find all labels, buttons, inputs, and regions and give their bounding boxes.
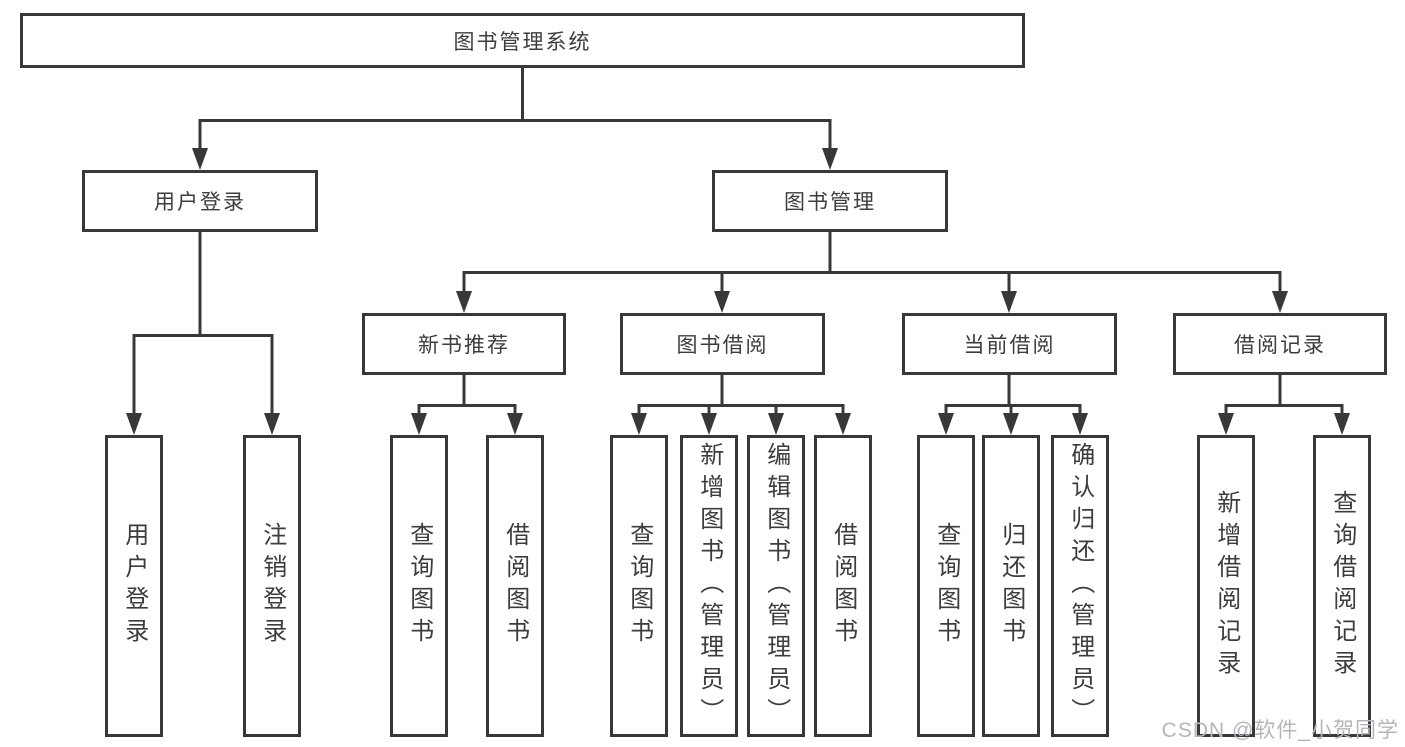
node-label: 新增图书（管理员） <box>695 442 723 730</box>
node-leaf-borrow-books: 借阅图书 <box>486 435 544 737</box>
arrow-down-icon <box>701 413 717 435</box>
node-label: 查询借阅记录 <box>1328 490 1356 682</box>
arrow-down-icon <box>507 413 523 435</box>
node-label: 查询图书 <box>405 522 433 650</box>
node-leaf-logout: 注销登录 <box>243 435 301 737</box>
node-leaf-return-books: 归还图书 <box>982 435 1040 737</box>
node-current-borrowing: 当前借阅 <box>902 313 1117 375</box>
arrow-down-icon <box>631 413 647 435</box>
arrow-down-icon <box>938 413 954 435</box>
node-label: 借阅记录 <box>1234 334 1326 357</box>
node-leaf-add-book-admin: 新增图书（管理员） <box>680 435 738 737</box>
watermark: CSDN @软件_小贺同学 <box>1161 719 1399 742</box>
node-borrow-records: 借阅记录 <box>1173 313 1387 375</box>
arrow-down-icon <box>835 413 851 435</box>
connector-new-book-recommend-to-leaves <box>411 375 523 435</box>
arrow-down-icon <box>1003 413 1019 435</box>
node-label: 编辑图书（管理员） <box>762 442 790 730</box>
node-leaf-query-books: 查询图书 <box>917 435 975 737</box>
node-label: 当前借阅 <box>963 334 1056 357</box>
node-user-login: 用户登录 <box>82 170 318 232</box>
node-label: 用户登录 <box>154 191 246 214</box>
connector-user-login-to-leaves <box>126 232 280 435</box>
arrow-down-icon <box>822 148 838 170</box>
node-leaf-confirm-return-admin: 确认归还（管理员） <box>1051 435 1109 737</box>
arrow-down-icon <box>1334 413 1350 435</box>
node-leaf-query-books: 查询图书 <box>610 435 668 737</box>
node-leaf-user-login: 用户登录 <box>105 435 163 737</box>
node-library-management-system: 图书管理系统 <box>20 13 1025 68</box>
node-label: 查询图书 <box>625 522 653 650</box>
node-label: 用户登录 <box>120 522 148 650</box>
node-leaf-query-borrow-record: 查询借阅记录 <box>1313 435 1371 737</box>
arrow-down-icon <box>456 291 472 313</box>
node-label: 注销登录 <box>258 522 286 650</box>
node-label: 图书借阅 <box>676 334 769 357</box>
arrow-down-icon <box>411 413 427 435</box>
node-leaf-query-books: 查询图书 <box>390 435 448 737</box>
node-label: 新增借阅记录 <box>1212 490 1240 682</box>
node-book-management: 图书管理 <box>712 170 948 232</box>
node-label: 图书管理 <box>784 191 876 214</box>
node-leaf-edit-book-admin: 编辑图书（管理员） <box>747 435 805 737</box>
node-label: 确认归还（管理员） <box>1066 442 1094 730</box>
connector-root-to-level2 <box>192 68 838 170</box>
node-leaf-add-borrow-record: 新增借阅记录 <box>1197 435 1255 737</box>
arrow-down-icon <box>1072 413 1088 435</box>
node-label: 查询图书 <box>932 522 960 650</box>
arrow-down-icon <box>264 413 280 435</box>
node-label: 借阅图书 <box>501 522 529 650</box>
node-new-book-recommend: 新书推荐 <box>362 313 566 375</box>
arrow-down-icon <box>1272 291 1288 313</box>
node-label: 图书管理系统 <box>453 30 592 54</box>
node-leaf-borrow-books: 借阅图书 <box>814 435 872 737</box>
arrow-down-icon <box>768 413 784 435</box>
arrow-down-icon <box>126 413 142 435</box>
node-label: 新书推荐 <box>418 334 510 357</box>
connector-book-management-to-level3 <box>456 232 1288 313</box>
node-label: 归还图书 <box>997 522 1025 650</box>
connector-book-borrowing-to-leaves <box>631 375 851 435</box>
connector-current-borrowing-to-leaves <box>938 375 1088 435</box>
node-book-borrowing: 图书借阅 <box>620 313 825 375</box>
connector-borrow-records-to-leaves <box>1218 375 1350 435</box>
arrow-down-icon <box>1218 413 1234 435</box>
arrow-down-icon <box>1001 291 1017 313</box>
node-label: 借阅图书 <box>829 522 857 650</box>
arrow-down-icon <box>192 148 208 170</box>
arrow-down-icon <box>714 291 730 313</box>
